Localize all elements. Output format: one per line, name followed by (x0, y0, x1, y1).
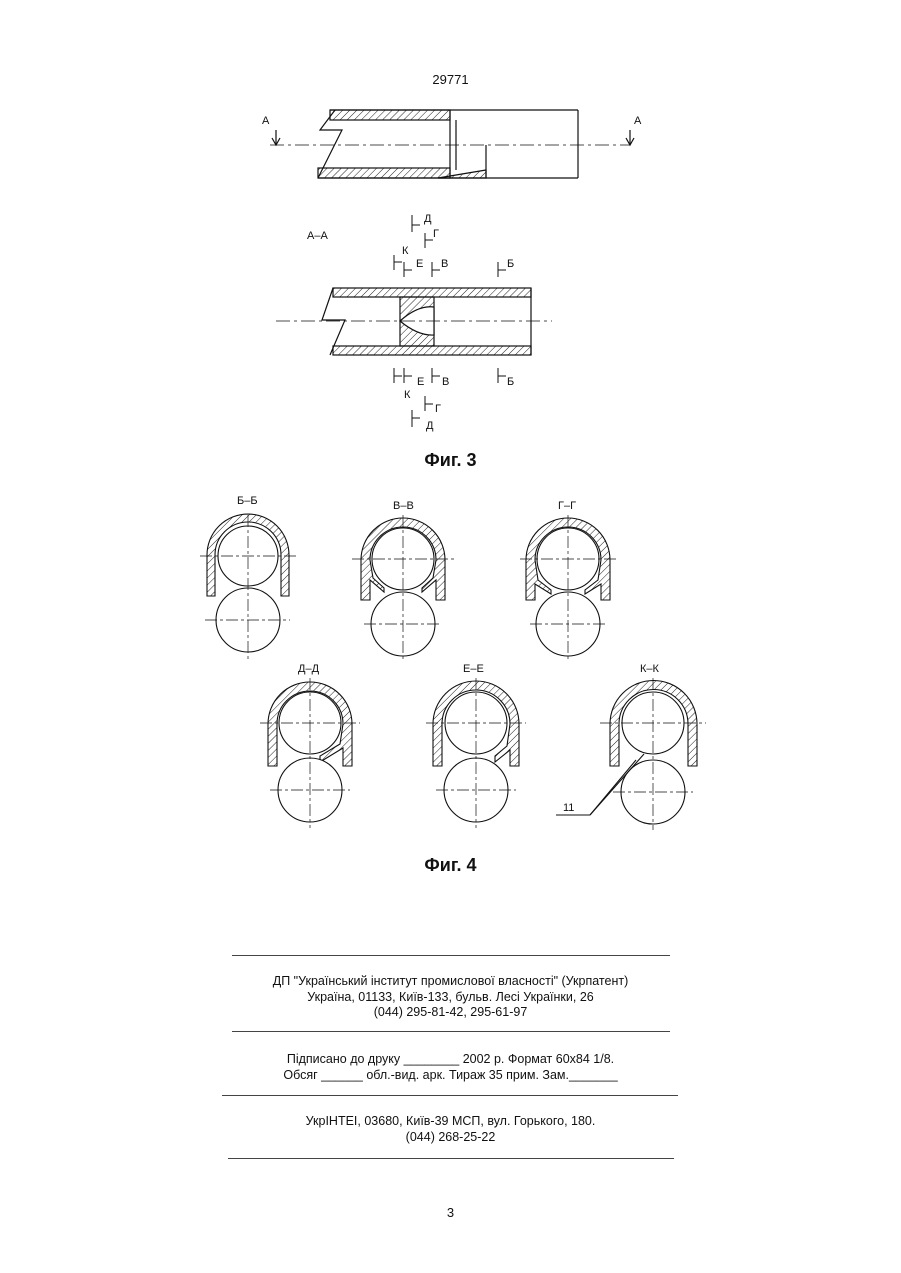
divider (232, 1031, 670, 1032)
imprint-printer: УкрІНТЕІ, 03680, Київ-39 МСП, вул. Горьк… (0, 1113, 901, 1129)
fig3-section-aa (276, 215, 552, 427)
section-vv-label: В–В (393, 500, 414, 512)
fig4-section-gg (520, 515, 618, 662)
section-ee-label: Е–Е (463, 663, 484, 675)
fig4-caption: Фиг. 4 (0, 855, 901, 876)
divider (228, 1158, 674, 1159)
imprint-volume: Обсяг ______ обл.-вид. арк. Тираж 35 при… (0, 1067, 901, 1083)
imprint-signed: Підписано до друку ________ 2002 р. Форм… (0, 1051, 901, 1067)
section-aa-label: А–А (307, 230, 328, 242)
section-dd-label: Д–Д (298, 663, 320, 675)
imprint-address: Україна, 01133, Київ-133, бульв. Лесі Ук… (0, 989, 901, 1005)
mark-d-top: Д (424, 213, 432, 225)
mark-d-bottom: Д (426, 420, 434, 432)
mark-g-bottom: Г (435, 403, 441, 415)
mark-e-bottom: Е (417, 376, 424, 388)
section-bb-label: Б–Б (237, 495, 258, 507)
fig3-top-view (270, 110, 634, 178)
section-a-right-label: А (634, 115, 642, 127)
callout-11: 11 (563, 802, 574, 814)
imprint-printer-phone: (044) 268-25-22 (0, 1129, 901, 1145)
fig4-section-kk (556, 678, 706, 830)
mark-e-top: Е (416, 258, 423, 270)
divider (222, 1095, 678, 1096)
imprint-phone: (044) 295-81-42, 295-61-97 (0, 1004, 901, 1020)
fig4-section-dd (260, 678, 360, 828)
mark-v-bottom: В (442, 376, 449, 388)
mark-b-top: Б (507, 258, 514, 270)
fig3-caption: Фиг. 3 (0, 450, 901, 471)
mark-v-top: В (441, 258, 448, 270)
section-kk-label: К–К (640, 663, 660, 675)
fig4-section-vv (352, 515, 454, 662)
page-number: 3 (0, 1205, 901, 1220)
section-gg-label: Г–Г (558, 500, 576, 512)
fig4-section-bb (200, 514, 298, 660)
section-a-left-label: А (262, 115, 270, 127)
imprint-org: ДП "Український інститут промислової вла… (0, 973, 901, 989)
divider (232, 955, 670, 956)
mark-g-top: Г (433, 228, 439, 240)
fig4-section-ee (426, 678, 526, 828)
mark-b-bottom: Б (507, 376, 514, 388)
mark-k-bottom: К (404, 389, 411, 401)
mark-k-top: К (402, 245, 409, 257)
